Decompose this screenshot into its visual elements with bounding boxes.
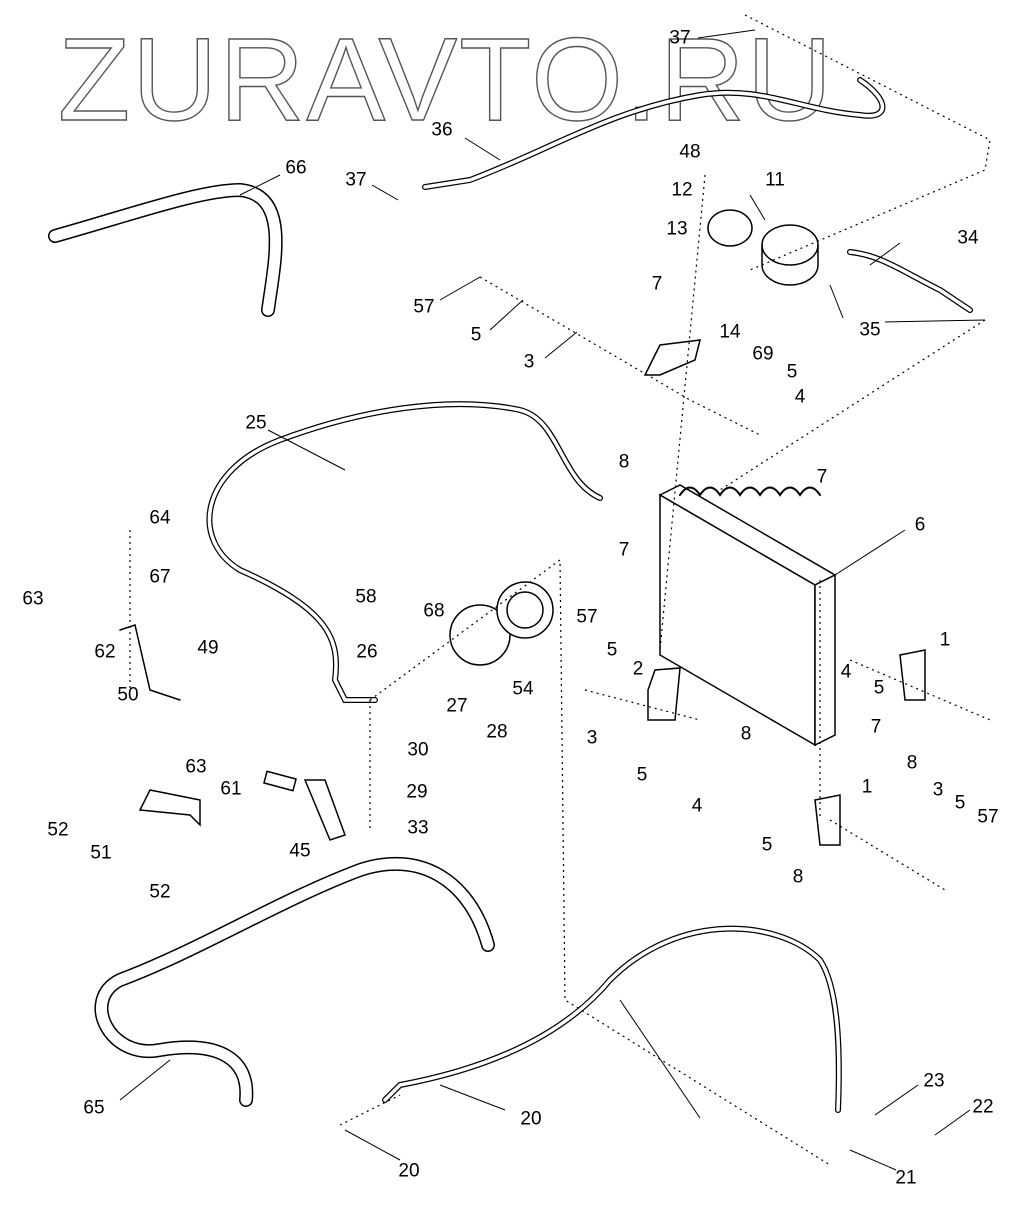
callout-label: 48: [679, 141, 701, 163]
callout-label: 5: [606, 639, 618, 661]
callout-label: 33: [407, 817, 429, 839]
callout-label: 20: [398, 1160, 420, 1182]
callout-label: 2: [632, 658, 644, 680]
callout-label: 36: [431, 119, 453, 141]
bracket-14: [643, 339, 701, 376]
callout-label: 30: [407, 739, 429, 761]
callout-label: 65: [83, 1097, 105, 1119]
callout-label: 6: [914, 514, 926, 536]
callout-label: 4: [691, 795, 703, 817]
callout-label: 68: [423, 600, 445, 622]
bracket-51: [138, 789, 201, 827]
callout-label: 4: [840, 661, 852, 683]
callout-label: 69: [752, 343, 774, 365]
callout-label: 22: [972, 1096, 994, 1118]
callout-label: 34: [957, 227, 979, 249]
callout-label: 7: [870, 716, 882, 738]
callout-label: 64: [149, 507, 171, 529]
callout-label: 7: [618, 539, 630, 561]
line-25: [206, 401, 603, 703]
callout-label: 35: [859, 319, 881, 341]
callout-label: 63: [185, 756, 207, 778]
callout-label: 5: [786, 361, 798, 383]
callout-label: 58: [355, 586, 377, 608]
callout-label: 8: [618, 451, 630, 473]
strap-61: [263, 770, 297, 792]
callout-label: 45: [289, 840, 311, 862]
callout-label: 66: [285, 157, 307, 179]
callout-label: 23: [923, 1070, 945, 1092]
receiver-drier-11: [761, 224, 819, 286]
callout-label: 5: [954, 792, 966, 814]
callout-label: 3: [523, 351, 535, 373]
callout-label: 7: [816, 466, 828, 488]
callout-label: 11: [765, 169, 785, 191]
callout-label: 67: [149, 566, 171, 588]
callout-label: 4: [794, 386, 806, 408]
callout-label: 52: [149, 881, 171, 903]
callout-label: 52: [47, 819, 69, 841]
callout-label: 57: [977, 806, 999, 828]
bracket-45: [303, 779, 346, 841]
callout-label: 13: [666, 218, 688, 240]
bracket-1-upper: [899, 649, 926, 701]
callout-label: 1: [861, 776, 873, 798]
bracket-49: [119, 624, 181, 701]
callout-label: 12: [671, 179, 693, 201]
compressor-54: [449, 581, 554, 666]
condenser-6: [658, 484, 837, 747]
callout-label: 57: [413, 296, 435, 318]
callout-label: 51: [90, 842, 112, 864]
watermark: ZURAVTO.RU: [58, 14, 834, 146]
callout-label: 26: [356, 641, 378, 663]
callout-label: 8: [792, 866, 804, 888]
callout-label: 3: [932, 779, 944, 801]
callout-label: 5: [636, 764, 648, 786]
callout-label: 62: [94, 641, 116, 663]
callout-label: 5: [470, 324, 482, 346]
bracket-1-lower: [814, 794, 841, 846]
dotted-guides: [129, 14, 991, 1166]
callout-label: 37: [345, 169, 367, 191]
callout-label: 7: [651, 273, 663, 295]
line-20: [382, 925, 842, 1113]
callout-label: 63: [22, 588, 44, 610]
callout-label: 28: [486, 721, 508, 743]
callout-label: 61: [220, 778, 242, 800]
callout-label: 20: [520, 1108, 542, 1130]
callout-label: 5: [761, 834, 773, 856]
callout-label: 49: [197, 637, 219, 659]
callout-label: 57: [576, 606, 598, 628]
callout-label: 37: [669, 27, 691, 49]
callout-label: 5: [873, 677, 885, 699]
leader-lines: [119, 29, 986, 1171]
callout-label: 25: [245, 412, 267, 434]
callout-label: 8: [740, 723, 752, 745]
callout-label: 27: [446, 695, 468, 717]
callout-label: 14: [719, 321, 741, 343]
callout-label: 21: [895, 1167, 917, 1189]
callout-label: 1: [939, 629, 951, 651]
clamp-12: [707, 209, 753, 247]
bracket-2: [647, 667, 681, 721]
callout-label: 3: [586, 727, 598, 749]
callout-label: 50: [117, 684, 139, 706]
callout-label: 54: [512, 678, 534, 700]
callout-label: 8: [906, 752, 918, 774]
callout-label: 29: [406, 781, 428, 803]
line-34: [847, 249, 973, 313]
